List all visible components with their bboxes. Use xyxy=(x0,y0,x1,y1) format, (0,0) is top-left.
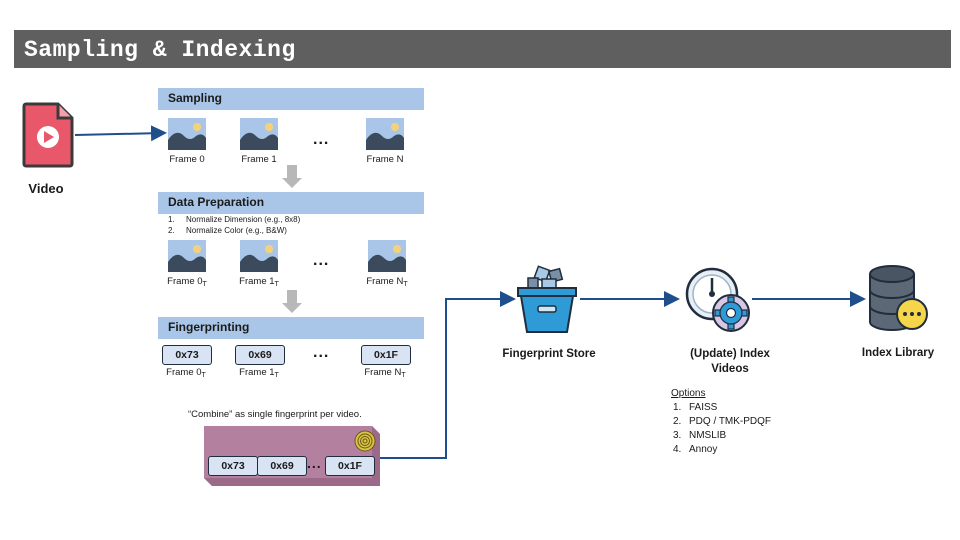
image-icon xyxy=(168,118,206,150)
frame-label: Frame NT xyxy=(352,276,422,288)
fingerprint-icon xyxy=(354,430,376,452)
hash-box: 0x73 xyxy=(162,345,212,365)
image-icon xyxy=(240,240,278,272)
frame-label: Frame 1 xyxy=(241,154,277,165)
prep-step: 2. xyxy=(168,226,175,235)
frame-label: Frame 1T xyxy=(224,276,294,288)
frame-label: Frame N xyxy=(366,154,404,165)
gauge-gear-icon xyxy=(685,267,750,332)
frame-label-sub: T xyxy=(201,372,206,379)
title-bar xyxy=(14,30,951,68)
frame-label-base: Frame 1 xyxy=(239,276,275,287)
image-icon xyxy=(366,118,404,150)
frame-label-sub: T xyxy=(274,281,279,288)
video-label: Video xyxy=(28,181,64,196)
frame-label-base: Frame 1 xyxy=(239,367,275,378)
combined-hash-box: 0x73 xyxy=(208,456,258,476)
frame-label-base: Frame N xyxy=(364,367,402,378)
combine-caption: “Combine” as single fingerprint per vide… xyxy=(188,409,362,420)
option-text: NMSLIB xyxy=(689,430,727,441)
combined-hash-box: 0x1F xyxy=(325,456,375,476)
frame-label: Frame NT xyxy=(350,367,420,379)
fingerprinting-header: Fingerprinting xyxy=(158,317,424,339)
frame-label-base: Frame 0 xyxy=(166,367,202,378)
ellipsis: ... xyxy=(313,344,330,361)
image-icon xyxy=(168,240,206,272)
image-icon xyxy=(368,240,406,272)
option-text: FAISS xyxy=(689,402,718,413)
data-preparation-header: Data Preparation xyxy=(158,192,424,214)
database-icon xyxy=(869,265,928,331)
ellipsis: ... xyxy=(313,252,330,269)
frame-label-sub: T xyxy=(401,372,406,379)
combine-to-store-arrow xyxy=(378,291,516,459)
fingerprinting-header-text: Fingerprinting xyxy=(168,320,250,334)
frame-label-base: Frame 0 xyxy=(167,276,203,287)
fingerprint-store-label: Fingerprint Store xyxy=(502,348,596,360)
video-to-sampling-arrow xyxy=(74,125,167,142)
index-library-label: Index Library xyxy=(861,347,935,359)
frame-label: Frame 0T xyxy=(151,367,221,379)
frame-label: Frame 0T xyxy=(152,276,222,288)
frame-label: Frame 0 xyxy=(169,154,205,165)
frame-label-sub: T xyxy=(202,281,207,288)
option-text: PDQ / TMK-PDQF xyxy=(689,416,772,427)
option-text: Annoy xyxy=(689,444,718,455)
frame-label-base: Frame N xyxy=(366,276,404,287)
option-num: 4. xyxy=(673,444,682,455)
video-file-icon xyxy=(22,102,74,168)
option-num: 1. xyxy=(673,402,682,413)
option-num: 3. xyxy=(673,430,682,441)
ellipsis: ... xyxy=(313,131,330,148)
hash-box: 0x69 xyxy=(235,345,285,365)
down-arrow-1 xyxy=(282,165,302,188)
down-arrow-2 xyxy=(282,290,302,313)
index-videos-label-line1: (Update) Index xyxy=(690,348,770,360)
image-icon xyxy=(240,118,278,150)
sampling-header: Sampling xyxy=(158,88,424,110)
data-preparation-header-text: Data Preparation xyxy=(168,195,265,209)
frame-label: Frame 1T xyxy=(224,367,294,379)
options-title: Options xyxy=(671,388,706,399)
combined-hash-box: 0x69 xyxy=(257,456,307,476)
option-num: 2. xyxy=(673,416,682,427)
hash-box: 0x1F xyxy=(361,345,411,365)
index-videos-label-line2: Videos xyxy=(711,363,749,375)
ellipsis: ... xyxy=(307,455,322,471)
page-title: Sampling & Indexing xyxy=(24,37,296,63)
frame-label-sub: T xyxy=(403,281,408,288)
frame-label-sub: T xyxy=(274,372,279,379)
prep-step-text: Normalize Dimension (e.g., 8x8) xyxy=(186,215,301,224)
prep-step-text: Normalize Color (e.g., B&W) xyxy=(186,226,287,235)
prep-step: 1. xyxy=(168,215,175,224)
bucket-icon xyxy=(517,265,577,333)
sampling-header-text: Sampling xyxy=(168,91,223,105)
